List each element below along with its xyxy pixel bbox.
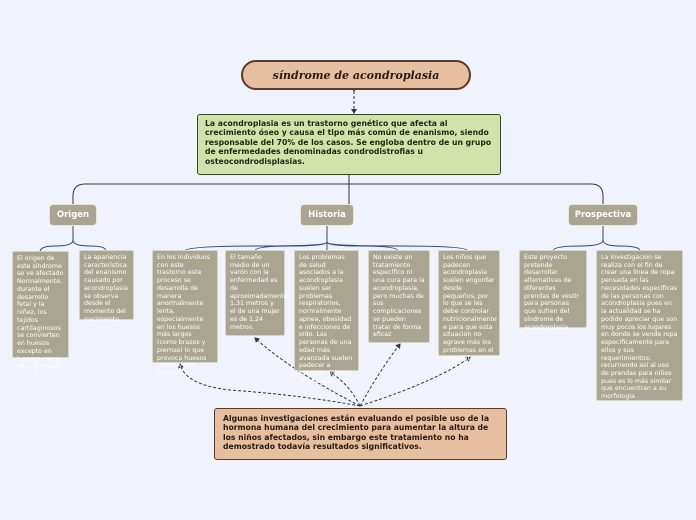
main-topic-node[interactable]: La acondroplasia es un trastorno genétic…: [197, 114, 501, 175]
main-to-branches: [72, 175, 604, 204]
branch-prospectiva[interactable]: Prospectiva: [568, 204, 638, 226]
leaf-prospectiva-2[interactable]: La investigación se realiza con el fin d…: [596, 250, 683, 401]
leaf-origen-1[interactable]: El origen de este síndrome se ve afectad…: [12, 251, 69, 370]
leaf-prospectiva-1[interactable]: Este proyecto pretende desarrollar alter…: [519, 250, 587, 331]
branch-to-leaves: [39, 226, 641, 253]
leaf-historia-2[interactable]: El tamaño medio de un varón con la enfer…: [225, 250, 288, 336]
branch-historia[interactable]: Historia: [300, 204, 354, 226]
title-node[interactable]: síndrome de acondroplasia: [241, 60, 471, 90]
bottom-links: [178, 337, 471, 407]
leaf-historia-1[interactable]: En los individuos con este trastorno est…: [152, 250, 218, 377]
leaf-historia-4[interactable]: No existe un tratamiento específico ni u…: [368, 250, 430, 343]
bottom-note-node[interactable]: Algunas investigaciones están evaluando …: [214, 408, 507, 460]
branch-origen[interactable]: Origen: [49, 204, 97, 226]
leaf-historia-5[interactable]: Los niños que padecen acondroplasia suel…: [438, 250, 500, 362]
leaf-origen-2[interactable]: La apariencia característica del enanism…: [79, 250, 134, 323]
leaf-historia-3[interactable]: Los problemas de salud asociados a la ac…: [294, 250, 359, 385]
